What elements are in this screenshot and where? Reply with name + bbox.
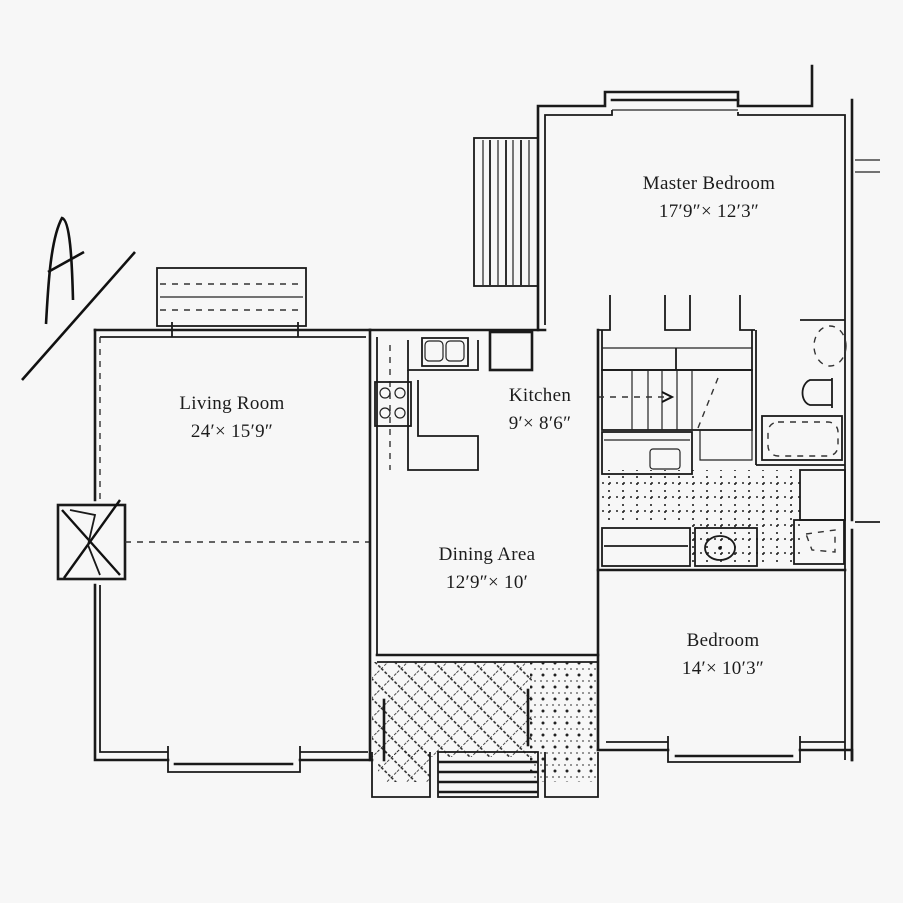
toilet-icon — [801, 378, 833, 408]
hall-cabinet — [601, 431, 693, 475]
double-sink-icon — [421, 337, 469, 367]
room-dimensions: 12′9″× 10′ — [445, 571, 529, 593]
closets — [598, 295, 755, 371]
room-living-room: Living Room 24′× 15′9″ — [132, 390, 332, 445]
fireplace-icon — [56, 499, 370, 581]
second-bath-fixtures — [601, 519, 845, 567]
room-name: Master Bedroom — [642, 173, 776, 194]
room-name: Kitchen — [508, 385, 572, 406]
room-dimensions: 9′× 8′6″ — [508, 412, 572, 434]
room-dining-area: Dining Area 12′9″× 10′ — [392, 541, 582, 596]
room-name: Living Room — [179, 393, 285, 414]
room-master-bedroom: Master Bedroom 17′9″× 12′3″ — [586, 170, 832, 225]
room-kitchen: Kitchen 9′× 8′6″ — [470, 382, 610, 437]
stairs-icon — [598, 369, 753, 461]
room-dimensions: 24′× 15′9″ — [190, 420, 274, 442]
bathtub-icon — [761, 415, 843, 461]
kitchen-counters — [389, 340, 479, 471]
tiled-hall — [602, 469, 846, 565]
fridge-icon — [488, 330, 534, 372]
living-room-walls — [93, 322, 374, 773]
north-arrow-icon — [21, 216, 136, 381]
deck-living-icon — [156, 267, 307, 327]
room-dimensions: 14′× 10′3″ — [681, 657, 765, 679]
room-name: Dining Area — [438, 544, 536, 565]
room-bedroom: Bedroom 14′× 10′3″ — [628, 627, 818, 682]
room-dimensions: 17′9″× 12′3″ — [658, 200, 760, 222]
master-bedroom-walls — [536, 64, 880, 762]
room-name: Bedroom — [686, 630, 760, 651]
lavatory-icon — [813, 325, 847, 367]
stove-icon — [374, 381, 412, 427]
deck-master-icon — [473, 137, 539, 287]
steps-icon — [371, 751, 599, 798]
hatched-porch-icon — [372, 662, 598, 782]
bathroom-walls — [755, 319, 845, 466]
